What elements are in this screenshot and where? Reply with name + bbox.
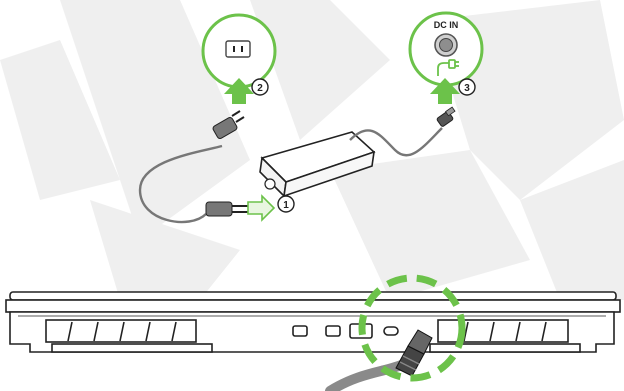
dc-in-label: DC IN [434, 20, 459, 30]
usb-c-port [383, 326, 399, 336]
dc-jack-icon [434, 33, 458, 57]
arrow-to-outlet [224, 78, 254, 104]
laptop-rear-view [5, 291, 621, 353]
dc-cable [349, 127, 443, 157]
arrow-to-dc-in [430, 78, 460, 104]
dc-jack-highlight [358, 274, 466, 382]
usb-port [292, 325, 308, 337]
callout-number-3: 3 [464, 83, 470, 94]
power-outlet-icon [225, 40, 251, 58]
adapter-dc-socket [264, 178, 276, 190]
callout-number-1: 1 [283, 200, 289, 211]
ac-cable [138, 144, 223, 224]
callout-badge-3: 3 [458, 78, 476, 96]
power-plug-icon [212, 110, 245, 139]
right-vent [437, 319, 569, 343]
callout-number-2: 2 [257, 83, 263, 94]
background-shapes [0, 0, 624, 300]
mini-dp-port [325, 325, 341, 337]
wall-outlet-callout [201, 13, 277, 89]
callout-badge-1: 1 [277, 195, 295, 213]
adapter-ac-plug [205, 201, 248, 217]
dc-in-callout: DC IN [408, 11, 484, 87]
left-vent [45, 319, 197, 343]
dc-plug-icon [436, 106, 456, 127]
callout-badge-2: 2 [251, 78, 269, 96]
power-symbol-icon [437, 59, 459, 76]
laptop-dc-plug [395, 329, 433, 377]
insert-arrow [247, 194, 276, 222]
